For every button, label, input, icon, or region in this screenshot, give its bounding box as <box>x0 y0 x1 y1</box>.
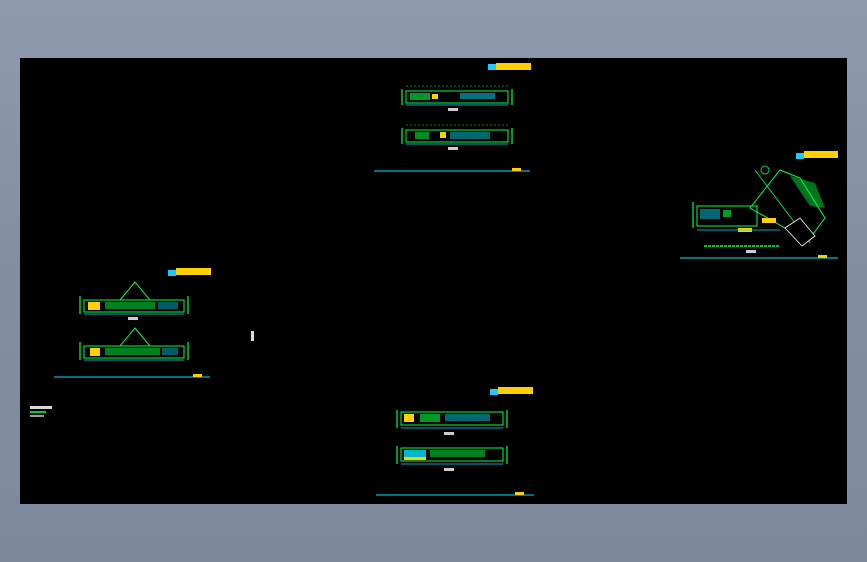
cad-drawing-canvas[interactable] <box>20 58 847 504</box>
scale-marker <box>512 168 521 171</box>
floor-plan-3 <box>396 410 508 435</box>
cad-drawing-svg <box>30 63 838 496</box>
floor-plan-2 <box>401 124 513 150</box>
title-block-tag <box>168 270 176 276</box>
sheet-top-center[interactable] <box>374 63 531 172</box>
title-block <box>496 63 531 70</box>
title-block-tag <box>796 153 804 159</box>
title-block <box>498 387 533 394</box>
floor-plan-4 <box>396 446 508 471</box>
title-block <box>176 268 211 275</box>
angled-floor-plan <box>692 165 826 253</box>
sheet-bottom-center[interactable] <box>376 387 534 496</box>
scale-marker <box>818 255 827 258</box>
title-block <box>804 151 838 158</box>
floor-plan-1 <box>401 85 513 111</box>
scale-marker <box>515 492 524 495</box>
stray-note-left <box>30 406 52 417</box>
elevation-plan-2 <box>79 327 189 361</box>
sheet-right[interactable] <box>680 151 838 259</box>
elevation-plan-1 <box>79 281 189 320</box>
title-block-tag <box>488 64 496 70</box>
scale-marker <box>193 374 202 377</box>
stray-mark-center <box>251 331 254 341</box>
title-block-tag <box>490 389 498 395</box>
sheet-left[interactable] <box>54 268 211 378</box>
